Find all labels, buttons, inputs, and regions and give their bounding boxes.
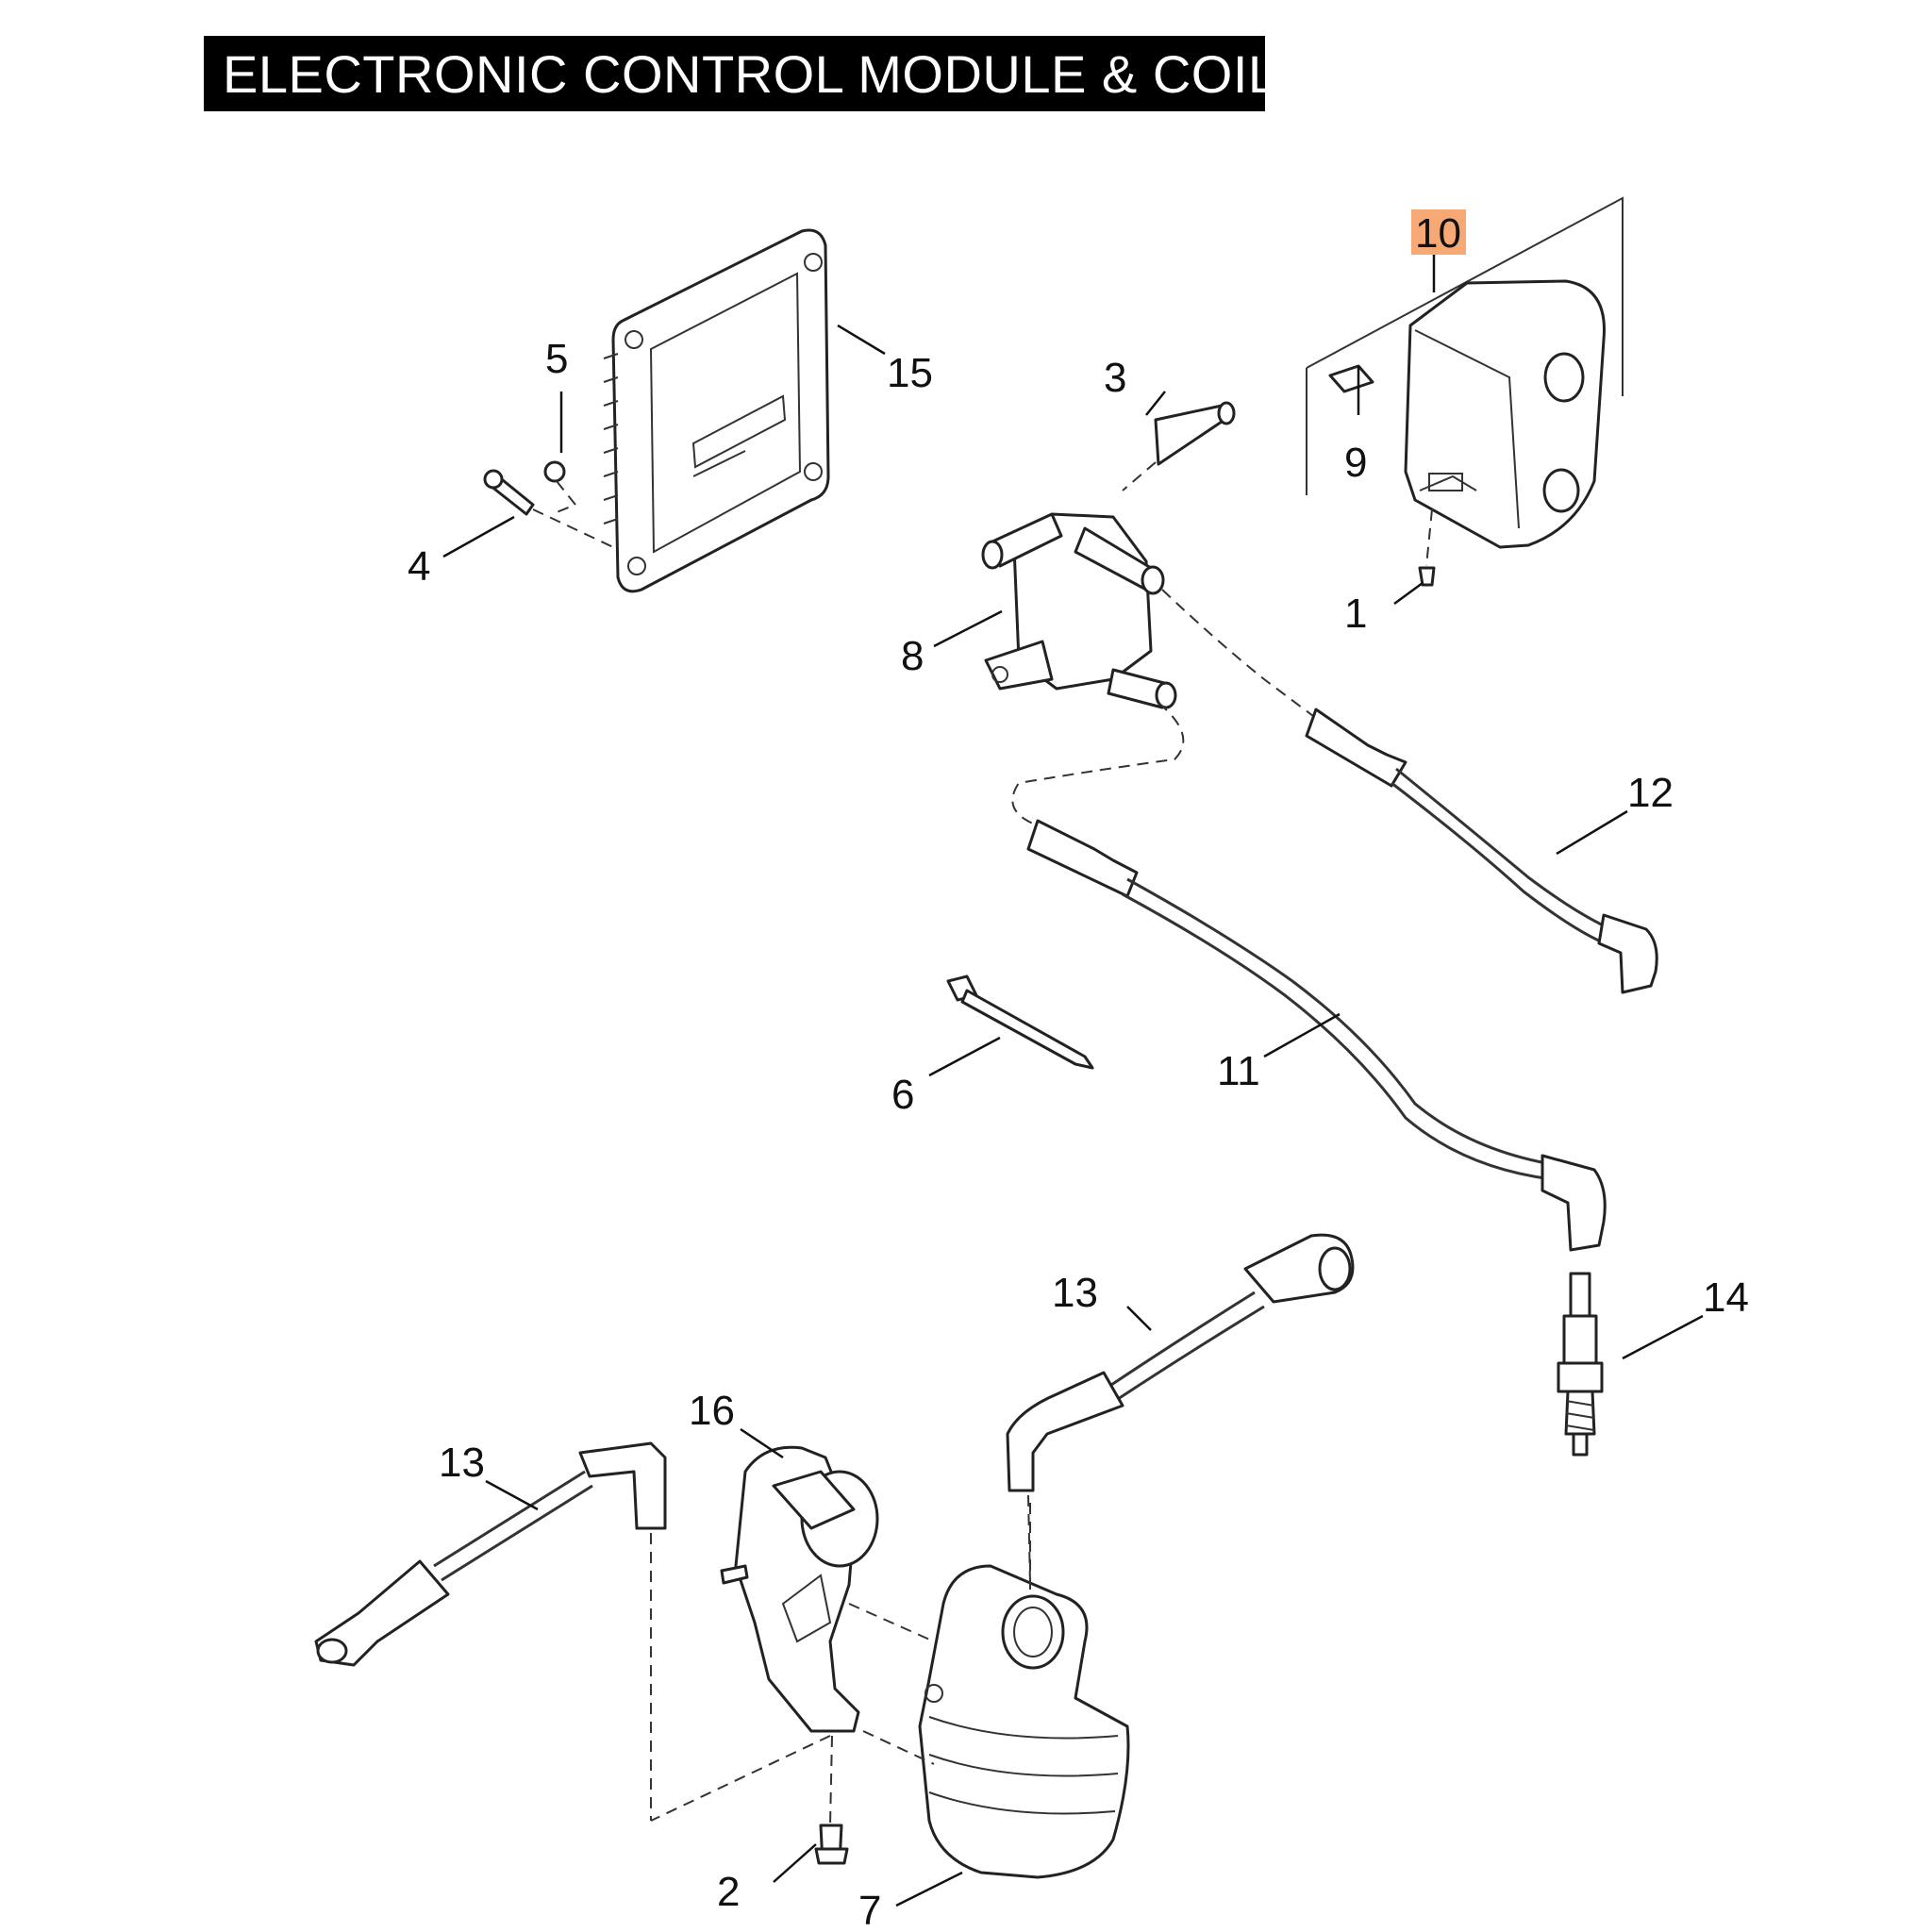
callout-4[interactable]: 4 bbox=[408, 543, 430, 590]
title-banner: ELECTRONIC CONTROL MODULE & COIL bbox=[204, 36, 1277, 111]
callout-labels: 10 9 1 15 5 4 3 8 12 11 6 14 13 13 16 2 … bbox=[408, 210, 1749, 1932]
nut-part-5 bbox=[543, 460, 577, 515]
plug-wire-part-13-left bbox=[314, 1441, 667, 1821]
cable-tie-part-6 bbox=[946, 974, 1094, 1070]
callout-12[interactable]: 12 bbox=[1627, 770, 1674, 816]
ignition-coil-part-7 bbox=[862, 1500, 1130, 1879]
callout-8[interactable]: 8 bbox=[901, 633, 924, 679]
callout-11[interactable]: 11 bbox=[1217, 1048, 1260, 1094]
leader-lines bbox=[442, 255, 1704, 1907]
cover-part-10 bbox=[1306, 196, 1624, 549]
callout-1[interactable]: 1 bbox=[1344, 591, 1367, 637]
bolt-part-3 bbox=[1122, 401, 1236, 491]
screw-part-1 bbox=[1418, 508, 1436, 587]
callout-10-highlight bbox=[1411, 209, 1466, 255]
coil-part-8 bbox=[981, 512, 1177, 709]
callout-3[interactable]: 3 bbox=[1104, 355, 1126, 401]
callout-5[interactable]: 5 bbox=[545, 336, 568, 382]
bolt-part-2 bbox=[814, 1735, 849, 1865]
diagram-title: ELECTRONIC CONTROL MODULE & COIL bbox=[223, 43, 1278, 104]
callout-7[interactable]: 7 bbox=[858, 1888, 881, 1932]
callout-13-left[interactable]: 13 bbox=[439, 1440, 485, 1486]
callout-2[interactable]: 2 bbox=[717, 1869, 740, 1915]
plug-wire-part-12 bbox=[1161, 589, 1658, 994]
callout-6[interactable]: 6 bbox=[891, 1072, 914, 1118]
callout-16[interactable]: 16 bbox=[689, 1388, 735, 1434]
callout-14[interactable]: 14 bbox=[1703, 1274, 1749, 1321]
bracket-part-16 bbox=[650, 1445, 935, 1822]
plug-wire-part-13-right bbox=[1006, 1233, 1355, 1586]
ecm-module-part-15 bbox=[603, 228, 830, 593]
callout-15[interactable]: 15 bbox=[887, 350, 933, 396]
callout-10[interactable]: 10 bbox=[1415, 210, 1461, 257]
screw-part-4 bbox=[483, 469, 614, 548]
plug-wire-part-11 bbox=[1011, 702, 1607, 1252]
callout-13-right[interactable]: 13 bbox=[1052, 1270, 1098, 1316]
clip-part-9 bbox=[1328, 364, 1374, 393]
spark-plug-part-14 bbox=[1557, 1272, 1604, 1457]
callout-9[interactable]: 9 bbox=[1344, 440, 1367, 486]
